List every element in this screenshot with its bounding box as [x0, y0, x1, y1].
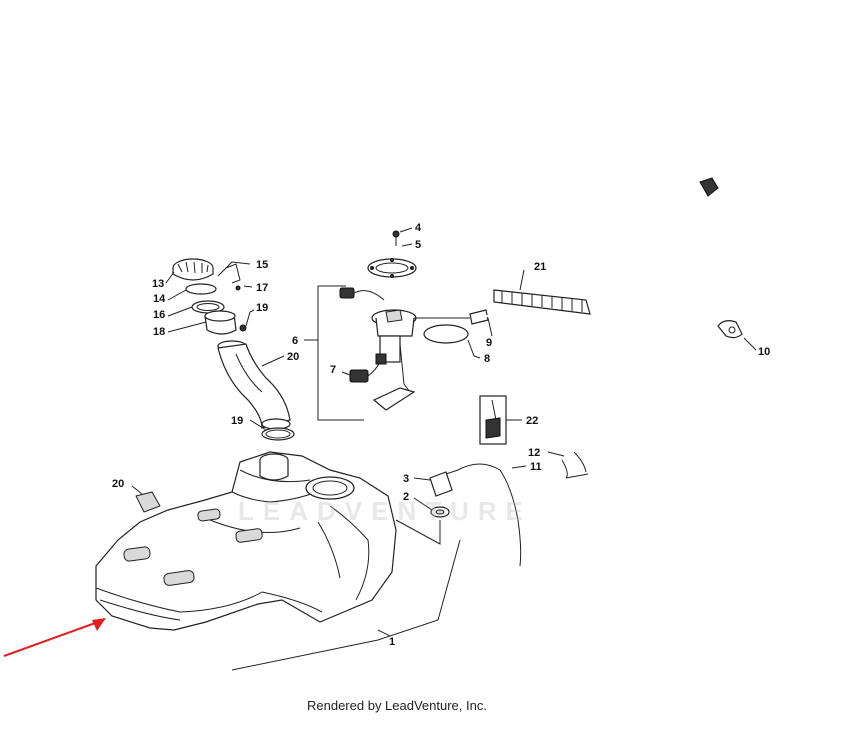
foam-pad[interactable]: [135, 491, 161, 513]
callout-20[interactable]: 20: [287, 351, 299, 363]
callout-7[interactable]: 7: [330, 364, 336, 376]
wire-connector[interactable]: [349, 361, 381, 383]
callout-16[interactable]: 16: [153, 309, 165, 321]
retaining-ring[interactable]: [367, 258, 417, 278]
callout-6[interactable]: 6: [292, 335, 298, 347]
grommet[interactable]: [430, 506, 450, 518]
callout-9[interactable]: 9: [486, 337, 492, 349]
clip-bracket-23[interactable]: [479, 395, 507, 445]
callout-17[interactable]: 17: [256, 282, 268, 294]
callout-23[interactable]: 22: [526, 415, 538, 427]
callout-21[interactable]: 20: [112, 478, 124, 490]
callout-5[interactable]: 5: [415, 239, 421, 251]
corrugated-vent-hose[interactable]: [493, 289, 591, 315]
screw[interactable]: [392, 230, 400, 246]
leader-line-15: [217, 261, 251, 277]
callout-10[interactable]: 10: [758, 346, 770, 358]
callout-11[interactable]: 11: [530, 461, 542, 473]
callout-3[interactable]: 3: [403, 473, 409, 485]
fuel-line-fitting[interactable]: [414, 309, 489, 325]
callout-14[interactable]: 14: [153, 293, 166, 305]
callout-13[interactable]: 13: [152, 278, 164, 290]
filler-hose[interactable]: [217, 340, 291, 430]
tie-strap[interactable]: [561, 451, 589, 479]
leader-line-1: [231, 539, 461, 671]
callout-2[interactable]: 2: [403, 491, 409, 503]
callout-1[interactable]: 1: [389, 636, 395, 648]
o-ring-gasket[interactable]: [423, 324, 469, 344]
fuel-tank[interactable]: [95, 451, 397, 631]
callout-15[interactable]: 15: [256, 259, 268, 271]
callout-19-upper[interactable]: 19: [256, 302, 268, 314]
callout-22[interactable]: 21: [534, 261, 546, 273]
fuel-supply-hose[interactable]: [485, 177, 719, 415]
hose-clamp-lower[interactable]: [261, 427, 295, 441]
rollover-valve[interactable]: [429, 469, 459, 497]
credit-text: Rendered by LeadVenture, Inc.: [307, 698, 487, 713]
callout-18[interactable]: 18: [153, 326, 165, 338]
callout-4[interactable]: 4: [415, 222, 422, 234]
callout-8[interactable]: 8: [484, 353, 490, 365]
filler-cap-assembly[interactable]: [172, 258, 247, 335]
red-pointer-arrow: [3, 618, 106, 657]
fuel-pump-unit[interactable]: [339, 287, 417, 411]
bracket-6: [317, 285, 364, 421]
callout-12[interactable]: 12: [528, 447, 540, 459]
callout-19-lower[interactable]: 19: [231, 415, 243, 427]
hose-clip[interactable]: [717, 320, 743, 339]
vent-tube[interactable]: [457, 463, 522, 567]
